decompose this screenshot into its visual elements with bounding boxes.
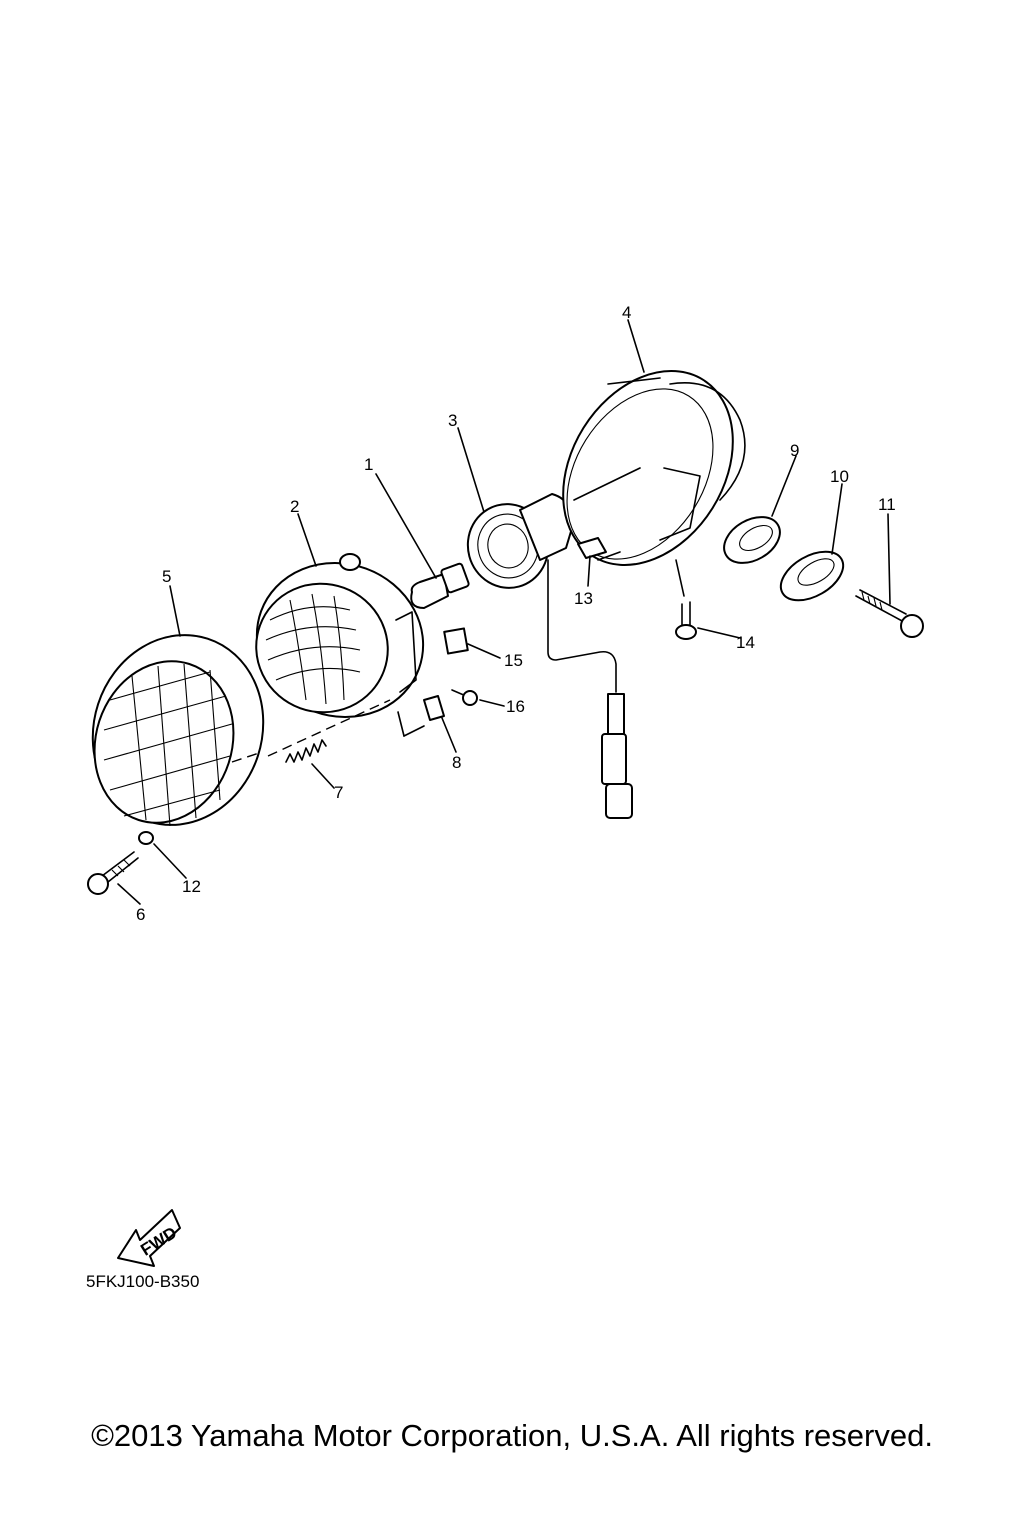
clip-nut	[577, 537, 607, 559]
callout-4: 4	[622, 303, 631, 322]
grommet	[723, 516, 781, 564]
callout-1: 1	[364, 455, 373, 474]
callout-16: 16	[506, 697, 525, 716]
callout-labels: 1 2 3 4 5 6 7 8 9 10 11 12 13 14 15 16	[136, 303, 896, 924]
callout-15: 15	[504, 651, 523, 670]
housing-screw	[675, 601, 697, 640]
copyright-notice: ©2013 Yamaha Motor Corporation, U.S.A. A…	[91, 1418, 933, 1453]
callout-11: 11	[878, 495, 896, 514]
spring	[285, 739, 327, 763]
callout-5: 5	[162, 567, 171, 586]
callout-12: 12	[182, 877, 201, 896]
callout-7: 7	[334, 783, 343, 802]
headlight-lens-unit	[255, 553, 425, 757]
guard-screw	[87, 851, 139, 895]
plate-nut	[423, 695, 445, 721]
bracket-nut	[443, 627, 469, 655]
callout-6: 6	[136, 905, 145, 924]
washer	[138, 831, 154, 845]
callout-9: 9	[790, 441, 799, 460]
diagram-code: 5FKJ100-B350	[86, 1272, 200, 1291]
callout-10: 10	[830, 467, 849, 486]
bulb	[410, 562, 470, 609]
cover-cap	[779, 550, 845, 602]
fwd-arrow-icon: FWD	[117, 1209, 181, 1267]
bulb-socket	[466, 493, 633, 819]
callout-14: 14	[736, 633, 755, 652]
grille-guard	[91, 634, 265, 827]
mounting-bolt	[855, 589, 924, 638]
leader-lines	[117, 319, 891, 905]
callout-13: 13	[574, 589, 593, 608]
callout-2: 2	[290, 497, 299, 516]
callout-3: 3	[448, 411, 457, 430]
callout-8: 8	[452, 753, 461, 772]
small-screw	[451, 689, 478, 706]
